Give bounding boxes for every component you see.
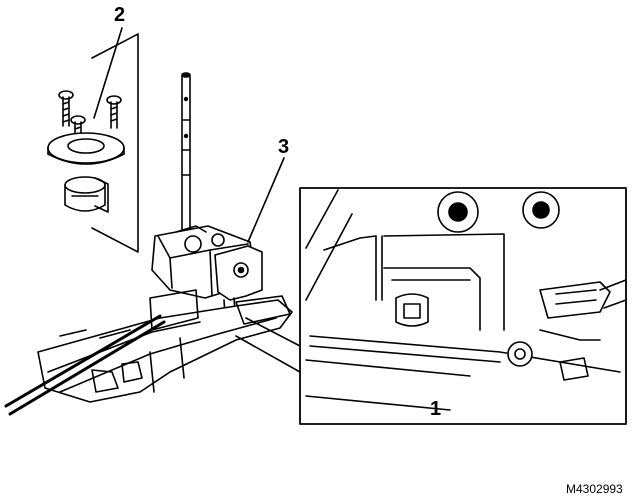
detail-funnel-upper — [245, 317, 301, 347]
screw-right — [106, 95, 122, 129]
callout-label-2: 2 — [114, 4, 126, 26]
mounting-flange — [47, 132, 125, 165]
callout-label-1: 1 — [430, 398, 442, 420]
shift-cable — [4, 314, 166, 416]
figure-reference-code: M4302993 — [566, 482, 623, 496]
leader-line-3 — [247, 157, 285, 243]
base-plate — [37, 289, 293, 403]
inset-detail — [305, 189, 627, 411]
screw-left — [58, 90, 74, 127]
exploded-plane — [91, 33, 139, 253]
shift-rod — [181, 72, 191, 241]
bushing-sleeve — [64, 176, 109, 213]
detail-funnel-lower — [235, 335, 301, 373]
leader-line-2 — [93, 27, 123, 119]
callout-label-3: 3 — [278, 136, 290, 158]
